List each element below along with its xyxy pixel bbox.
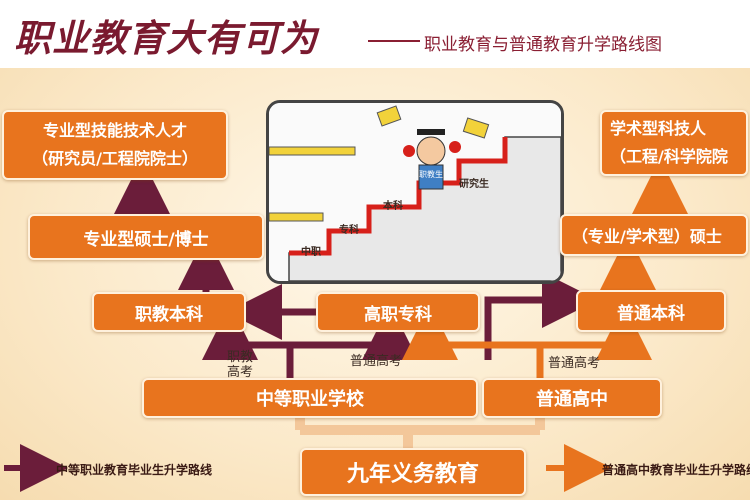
step-label-junior-college: 专科	[339, 225, 359, 236]
label-vocational-exam: 职教高考	[226, 350, 253, 380]
step-label-secondary: 中职	[301, 247, 321, 258]
box-academic-talent-line2: （工程/科学院院	[610, 147, 728, 166]
box-academic-talent-line1: 学术型科技人	[610, 119, 707, 138]
arrow-regular-up	[402, 304, 544, 378]
arrow-regular-to-bachelor	[540, 304, 652, 360]
page-subtitle: 职业教育与普通教育升学路线图	[372, 30, 662, 55]
legend-regular-route: 普通高中教育毕业生升学路线	[602, 463, 750, 477]
figure-label: 职教生	[419, 170, 443, 179]
step-label-graduate: 研究生	[459, 179, 489, 190]
box-professional-master: 专业型硕士/博士	[28, 214, 264, 260]
box-higher-vocational: 高职专科	[316, 292, 480, 332]
title-dash	[368, 40, 420, 42]
staircase-illustration: 中职 专科 本科 研究生 职教生	[266, 100, 564, 284]
header: 职业教育大有可为 职业教育与普通教育升学路线图	[0, 0, 750, 68]
box-secondary-vocational: 中等职业学校	[142, 378, 478, 418]
box-academic-master: （专业/学术型）硕士	[560, 214, 748, 256]
page-subtitle-text: 职业教育与普通教育升学路线图	[424, 35, 662, 55]
legend-vocational-route: 中等职业教育毕业生升学路线	[56, 463, 213, 477]
label-regular-exam-left: 普通高考	[350, 354, 403, 369]
arrow-voc-to-higher	[290, 304, 418, 360]
box-professional-talent-line1: 专业型技能技术人才	[42, 121, 187, 140]
staircase-svg	[269, 103, 561, 281]
box-regular-bachelor: 普通本科	[576, 290, 726, 332]
arrow-compulsory-to-schools	[295, 416, 545, 450]
box-regular-high-school: 普通高中	[482, 378, 662, 418]
arrow-higher-to-regular	[484, 272, 598, 360]
box-professional-talent-line2: （研究员/工程院院士）	[32, 149, 198, 168]
box-professional-talent: 专业型技能技术人才 （研究员/工程院院士）	[2, 110, 228, 180]
box-vocational-bachelor: 职教本科	[92, 292, 246, 332]
label-regular-exam-right: 普通高考	[548, 356, 601, 371]
box-compulsory-education: 九年义务教育	[300, 448, 526, 496]
box-academic-talent: 学术型科技人 （工程/科学院院	[600, 110, 748, 176]
page-title: 职业教育大有可为	[14, 17, 318, 60]
step-label-bachelor: 本科	[383, 201, 403, 212]
